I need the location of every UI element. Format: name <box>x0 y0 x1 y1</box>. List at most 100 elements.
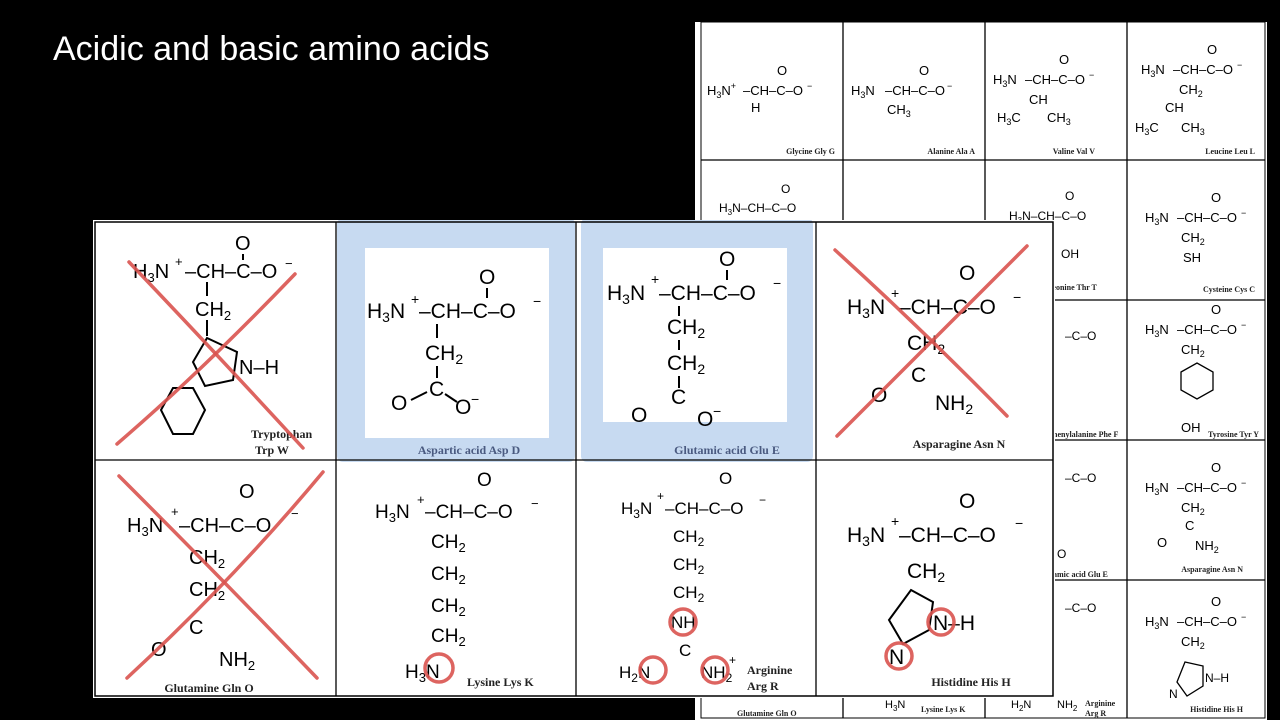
slide-title: Acidic and basic amino acids <box>53 30 490 68</box>
glutamic-acid-caption: Glutamic acid Glu E <box>674 443 780 457</box>
svg-text:O: O <box>1211 594 1221 609</box>
svg-text:–CH–C–O: –CH–C–O <box>665 499 743 518</box>
front-table-svg: H3N + –CH–C–O − O CH2 N–H Tryptophan Trp … <box>94 220 1054 697</box>
cysteine-caption: Cysteine Cys C <box>1203 285 1255 294</box>
svg-text:C: C <box>911 364 926 387</box>
lysine-caption: Lysine Lys K <box>467 675 534 689</box>
threonine-partial-caption: reonine Thr T <box>1049 283 1098 292</box>
svg-text:SH: SH <box>1183 250 1201 265</box>
svg-text:CH2: CH2 <box>1179 82 1203 99</box>
lysine-structure: H3N + –CH–C–O− O CH2 CH2 CH2 CH2 H3N <box>375 470 539 685</box>
svg-text:O: O <box>235 233 251 255</box>
svg-text:O: O <box>1059 52 1069 67</box>
svg-text:N–H: N–H <box>239 357 279 379</box>
svg-text:H3N: H3N <box>847 296 885 321</box>
svg-text:O: O <box>781 182 790 196</box>
glycine-structure: H3N+ –CH–C–O− O H <box>707 63 812 115</box>
svg-text:O: O <box>959 262 975 285</box>
svg-text:O: O <box>391 392 407 415</box>
histidine-nitrogen-circles <box>884 607 956 671</box>
svg-text:CH2: CH2 <box>425 342 463 367</box>
svg-text:−: − <box>807 81 812 91</box>
svg-text:−: − <box>1013 289 1021 305</box>
svg-text:H2N: H2N <box>1011 699 1031 713</box>
svg-text:+: + <box>411 291 419 307</box>
svg-text:–CH–C–O: –CH–C–O <box>1177 614 1237 629</box>
svg-text:N: N <box>1169 687 1178 701</box>
leucine-caption: Leucine Leu L <box>1205 147 1255 156</box>
svg-text:O: O <box>1211 460 1221 475</box>
svg-text:−: − <box>1237 60 1242 70</box>
svg-text:CH3: CH3 <box>1047 110 1071 127</box>
svg-text:CH2: CH2 <box>431 626 466 649</box>
svg-text:H3N+: H3N+ <box>707 81 736 100</box>
svg-text:NH2: NH2 <box>935 392 973 417</box>
svg-text:CH2: CH2 <box>1181 500 1205 517</box>
tryptophan-cross-out <box>115 260 305 450</box>
arginine-back-caption2: Arg R <box>1085 709 1106 718</box>
svg-text:+: + <box>175 254 183 269</box>
svg-text:OH: OH <box>1181 420 1201 435</box>
svg-text:+: + <box>651 271 659 287</box>
svg-text:H3C: H3C <box>997 110 1021 127</box>
svg-text:O: O <box>919 63 929 78</box>
svg-text:H3C: H3C <box>1135 120 1159 137</box>
svg-text:H3N: H3N <box>375 502 410 525</box>
svg-text:O: O <box>959 490 975 513</box>
valine-caption: Valine Val V <box>1053 147 1095 156</box>
svg-text:O: O <box>1211 190 1221 205</box>
glutamine-caption: Glutamine Gln O <box>164 681 253 695</box>
glycine-caption: Glycine Gly G <box>786 147 835 156</box>
asparagine-back-caption: Asparagine Asn N <box>1181 565 1243 574</box>
svg-text:H3N: H3N <box>1145 614 1169 631</box>
glutamine-back-caption: Glutamine Gln O <box>737 709 797 718</box>
svg-text:−: − <box>1241 208 1246 218</box>
svg-text:H3N: H3N <box>851 83 875 100</box>
cysteine-structure: H3N –CH–C–O− O CH2 SH <box>1145 190 1246 265</box>
svg-text:−: − <box>285 256 293 271</box>
svg-text:–C–O: –C–O <box>1065 329 1096 343</box>
svg-text:CH2: CH2 <box>1181 342 1205 359</box>
svg-text:+: + <box>891 285 899 301</box>
svg-text:−: − <box>713 403 721 419</box>
svg-text:CH2: CH2 <box>673 583 705 605</box>
svg-text:O: O <box>1065 189 1074 203</box>
background-partial-structures: H3N–CH–C–O O H3N–CH–C–O O OH –C–O –C–O –… <box>719 182 1096 615</box>
svg-text:−: − <box>1241 320 1246 330</box>
svg-text:–CH–C–O: –CH–C–O <box>1173 62 1233 77</box>
svg-text:−: − <box>531 496 539 511</box>
svg-text:+: + <box>417 492 425 507</box>
svg-text:–CH–C–O: –CH–C–O <box>659 282 756 305</box>
valine-structure: H3N –CH–C–O− O CH H3C CH3 <box>993 52 1094 127</box>
asparagine-cross-out <box>833 244 1029 438</box>
svg-text:–CH–C–O: –CH–C–O <box>425 502 513 523</box>
svg-text:CH2: CH2 <box>673 555 705 577</box>
svg-text:C: C <box>679 641 691 660</box>
svg-text:H3N: H3N <box>621 499 652 521</box>
svg-text:−: − <box>1241 612 1246 622</box>
svg-text:−: − <box>947 81 952 91</box>
svg-text:H3N: H3N <box>1141 62 1165 79</box>
svg-text:O: O <box>697 408 713 431</box>
histidine-structure: H3N + –CH–C–O− O CH2 N–H N <box>847 490 1023 669</box>
svg-text:−: − <box>1089 70 1094 80</box>
svg-text:−: − <box>759 493 766 507</box>
arginine-structure: H3N + –CH–C–O− O CH2 CH2 CH2 NH C H2N NH… <box>619 469 766 685</box>
svg-text:O: O <box>479 266 495 289</box>
lysine-nitrogen-circle <box>423 652 455 684</box>
tryptophan-caption2: Trp W <box>255 443 289 457</box>
svg-text:−: − <box>471 391 479 407</box>
asparagine-caption: Asparagine Asn N <box>913 437 1006 451</box>
svg-text:N–H: N–H <box>1205 671 1229 685</box>
svg-text:–CH–C–O: –CH–C–O <box>1177 480 1237 495</box>
svg-text:O: O <box>719 469 732 488</box>
tryptophan-caption: Tryptophan <box>251 427 312 441</box>
svg-text:–CH–C–O: –CH–C–O <box>899 524 996 547</box>
arginine-caption: Arginine <box>747 663 793 677</box>
aspartic-acid-highlight-inner <box>365 248 549 438</box>
svg-text:–CH–C–O: –CH–C–O <box>899 296 996 319</box>
svg-text:–CH–C–O: –CH–C–O <box>885 83 945 98</box>
svg-text:O: O <box>1211 302 1221 317</box>
svg-text:−: − <box>1015 515 1023 531</box>
svg-text:–CH–C–O: –CH–C–O <box>419 300 516 323</box>
